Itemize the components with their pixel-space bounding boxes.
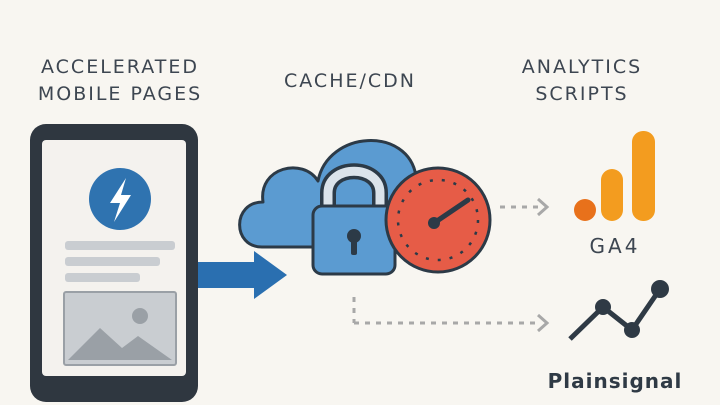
speedometer-icon (384, 166, 492, 274)
analytics-scripts-label: ANALYTICS SCRIPTS (482, 54, 682, 108)
text-line (65, 241, 175, 250)
line-graph-icon (568, 280, 669, 341)
amp-label-line1: ACCELERATED (41, 56, 199, 78)
dotted-arrow-ga4 (500, 197, 550, 217)
cache-cdn-label-text: CACHE/CDN (284, 70, 416, 92)
cache-cdn-label: CACHE/CDN (262, 68, 438, 95)
ga4-label: GA4 (589, 234, 641, 258)
amp-label-line2: MOBILE PAGES (37, 83, 203, 105)
arrow-right-icon (198, 251, 287, 299)
analytics-label-line1: ANALYTICS (521, 56, 643, 78)
dotted-arrow-plainsignal (352, 297, 550, 333)
plainsignal-label: Plainsignal (547, 369, 683, 393)
image-placeholder-icon (63, 291, 177, 366)
lightning-bolt-icon (89, 168, 151, 230)
text-line (65, 257, 160, 266)
phone-device (30, 124, 198, 402)
text-line (65, 273, 140, 282)
bar-chart-icon (574, 131, 655, 221)
amp-label: ACCELERATED MOBILE PAGES (20, 54, 220, 108)
analytics-label-line2: SCRIPTS (535, 83, 629, 105)
